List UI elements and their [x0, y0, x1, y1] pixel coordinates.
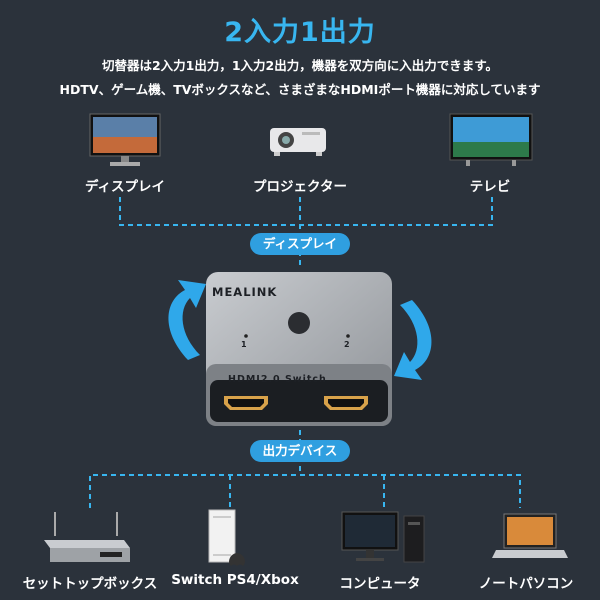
tv-icon — [449, 113, 533, 166]
port-number-1: 1 — [241, 340, 247, 349]
projector-icon — [270, 128, 326, 156]
device-label-display: ディスプレイ — [84, 179, 166, 195]
description-line-2: HDTV、ゲーム機、TVボックスなど、さまざまなHDMIポート機器に対応していま… — [59, 82, 541, 97]
device-label-game-console: Switch PS4/Xbox — [171, 572, 299, 588]
computer-icon — [341, 511, 425, 563]
switch-brand: MEALINK — [212, 285, 278, 299]
port-number-2: 2 — [344, 340, 350, 349]
laptop-icon — [492, 513, 568, 558]
page-title: 2入力1出力 — [224, 17, 376, 48]
arrow-down-icon — [394, 300, 432, 380]
device-label-tv: テレビ — [469, 179, 511, 195]
set-top-box-icon — [44, 512, 130, 562]
switch-model: HDMI2.0 Switch — [228, 374, 327, 385]
hdmi-port-1-icon — [224, 396, 268, 410]
device-label-projector: プロジェクター — [253, 179, 347, 195]
bidirectional-arrows — [168, 280, 432, 380]
device-label-set-top-box: セットトップボックス — [22, 576, 158, 592]
device-label-computer: コンピュータ — [339, 576, 421, 592]
hdmi-switch — [206, 272, 392, 426]
description-line-1: 切替器は2入力1出力，1入力2出力，機器を双方向に入出力できます。 — [101, 58, 499, 73]
arrow-up-icon — [168, 280, 206, 360]
device-label-laptop: ノートパソコン — [478, 576, 574, 592]
input-badge: ディスプレイ — [250, 233, 350, 255]
hdmi-port-2-icon — [324, 396, 368, 410]
game-console-icon — [208, 509, 245, 566]
monitor-icon — [89, 113, 161, 166]
output-badge: 出力デバイス — [250, 440, 350, 462]
